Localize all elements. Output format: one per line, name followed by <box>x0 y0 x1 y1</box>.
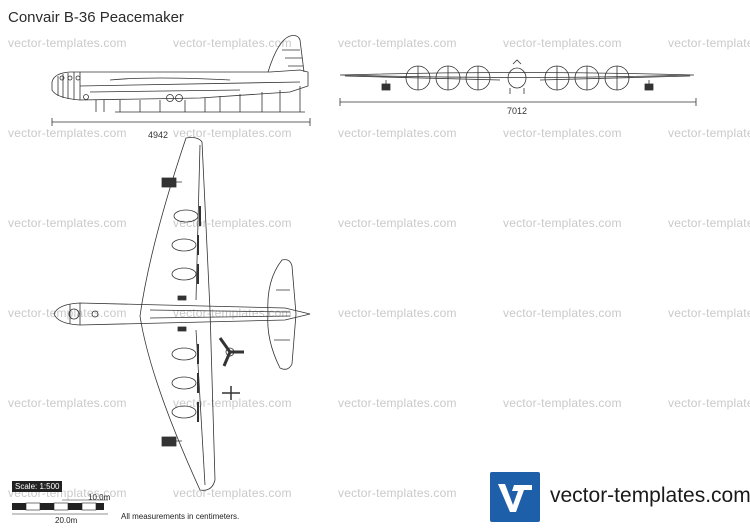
scale-label: Scale: 1:500 <box>12 481 63 492</box>
side-view <box>51 35 311 126</box>
logo-text: vector-templates.com <box>550 484 750 507</box>
measurement-note: All measurements in centimeters. <box>121 512 240 521</box>
vt-monogram <box>498 484 532 512</box>
top-view <box>53 137 311 491</box>
scale-graphic <box>12 499 108 515</box>
scale-bar: Scale: 1:500 10.0m 20.0m <box>12 476 117 526</box>
page-title: Convair B-36 Peacemaker <box>8 9 184 26</box>
front-view <box>339 59 697 106</box>
length-dimension: 4942 <box>148 130 169 140</box>
logo-icon <box>490 472 540 522</box>
scale-mark-10: 10.0m <box>88 493 111 502</box>
scale-mark-20: 20.0m <box>55 516 78 525</box>
span-dimension: 7012 <box>507 106 528 116</box>
